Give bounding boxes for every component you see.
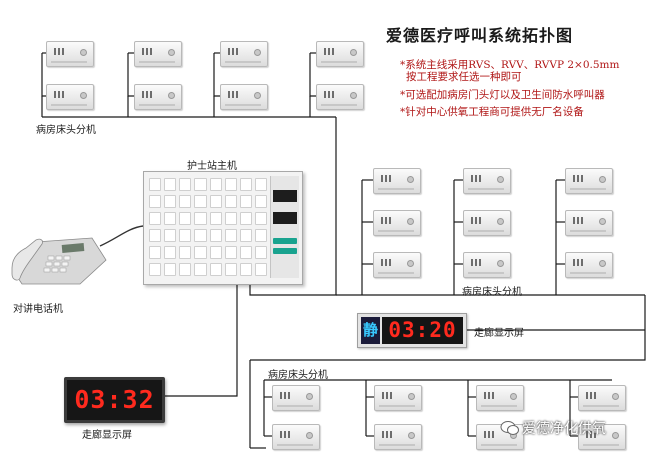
- label-nurse-station: 护士站主机: [187, 161, 237, 172]
- note-line-3: *可选配加病房门头灯以及卫生间防水呼叫器: [400, 89, 605, 101]
- bed-unit: [565, 210, 613, 236]
- bed-unit: [134, 84, 182, 110]
- bed-unit: [316, 84, 364, 110]
- nurse-station-master: [143, 171, 303, 285]
- bed-unit: [272, 424, 320, 450]
- note-line-4: *针对中心供氧工程商可提供无厂名设备: [400, 106, 584, 118]
- master-control-panel: [270, 176, 299, 278]
- bed-unit: [220, 41, 268, 67]
- label-corridor-display-big: 走廊显示屏: [82, 430, 132, 441]
- wechat-icon: [500, 421, 519, 435]
- label-corridor-display-small: 走廊显示屏: [474, 328, 524, 339]
- bed-unit: [463, 252, 511, 278]
- label-intercom-phone: 对讲电话机: [13, 304, 63, 315]
- note-line-2: 按工程要求任选一种即可: [406, 71, 522, 83]
- bed-unit: [373, 168, 421, 194]
- corridor-display-time: 03:20: [382, 317, 463, 344]
- telephone-icon: [11, 237, 107, 285]
- bed-unit: [220, 84, 268, 110]
- watermark-text: 爱德净化供氧: [522, 421, 606, 437]
- bed-unit: [565, 252, 613, 278]
- bed-unit: [373, 252, 421, 278]
- corridor-display-big: 03:32: [64, 377, 165, 423]
- bed-unit: [316, 41, 364, 67]
- label-bed-units-bottom: 病房床头分机: [268, 370, 328, 381]
- bed-unit: [463, 168, 511, 194]
- corridor-display-small: 静 03:20: [357, 313, 467, 348]
- bed-unit: [272, 385, 320, 411]
- label-bed-units-top: 病房床头分机: [36, 125, 96, 136]
- bed-unit: [46, 84, 94, 110]
- note-line-1: *系统主线采用RVS、RVV、RVVP 2×0.5mm: [400, 59, 620, 71]
- bed-unit: [134, 41, 182, 67]
- bed-unit: [565, 168, 613, 194]
- bed-unit: [46, 41, 94, 67]
- diagram-title: 爱德医疗呼叫系统拓扑图: [386, 26, 574, 45]
- call-indicator-grid: [149, 178, 267, 276]
- bed-unit: [476, 385, 524, 411]
- bed-unit: [578, 385, 626, 411]
- bed-unit: [374, 424, 422, 450]
- bed-unit: [578, 424, 626, 450]
- bed-unit: [463, 210, 511, 236]
- label-bed-units-right: 病房床头分机: [462, 287, 522, 298]
- bed-unit: [373, 210, 421, 236]
- corridor-display-tag: 静: [361, 317, 380, 344]
- bed-unit: [374, 385, 422, 411]
